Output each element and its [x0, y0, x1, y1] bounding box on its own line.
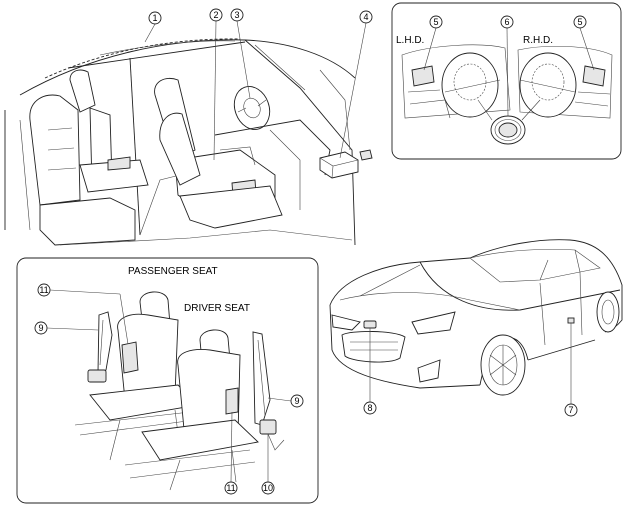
- callout-11-top-number: 11: [39, 285, 48, 295]
- exterior-car-view: [329, 239, 623, 396]
- callout-9-left: 9: [34, 321, 99, 335]
- rhd-label: R.H.D.: [523, 35, 553, 46]
- lhd-label: L.H.D.: [396, 35, 424, 46]
- callout-9-right: 9: [267, 394, 304, 408]
- passenger-seat-label: PASSENGER SEAT: [128, 266, 218, 277]
- callout-8-number: 8: [367, 403, 372, 413]
- callout-5-right: 5: [573, 15, 595, 71]
- callout-2-number: 2: [213, 10, 218, 20]
- callout-7: 7: [564, 323, 578, 417]
- callout-3-number: 3: [234, 10, 239, 20]
- callout-2: 2: [209, 8, 223, 161]
- callout-6: 6: [500, 15, 514, 117]
- callout-7-number: 7: [568, 405, 573, 415]
- callout-10-number: 10: [263, 483, 273, 493]
- callout-4-number: 4: [363, 12, 368, 22]
- interior-view: [4, 38, 373, 246]
- callout-9-left-number: 9: [38, 323, 43, 333]
- steering-detail-panel: L.H.D. R.H.D.: [391, 2, 622, 160]
- callout-5-left-number: 5: [433, 17, 438, 27]
- callout-4: 4: [339, 10, 373, 159]
- callout-10: 10: [261, 434, 275, 495]
- callout-5-right-number: 5: [577, 17, 582, 27]
- driver-seat-label: DRIVER SEAT: [184, 303, 250, 314]
- callout-6-number: 6: [504, 17, 509, 27]
- callout-1: 1: [144, 11, 162, 43]
- callout-11-bottom: 11: [224, 411, 238, 495]
- callout-1-number: 1: [152, 13, 157, 23]
- callout-11-top: 11: [37, 283, 129, 345]
- callout-9-right-number: 9: [294, 396, 299, 406]
- callout-5-left: 5: [423, 15, 443, 71]
- callout-8: 8: [363, 328, 377, 415]
- callout-11-bottom-number: 11: [226, 483, 235, 493]
- callout-3: 3: [230, 8, 251, 99]
- seats-detail-panel: PASSENGER SEAT DRIVER SEAT: [16, 257, 319, 504]
